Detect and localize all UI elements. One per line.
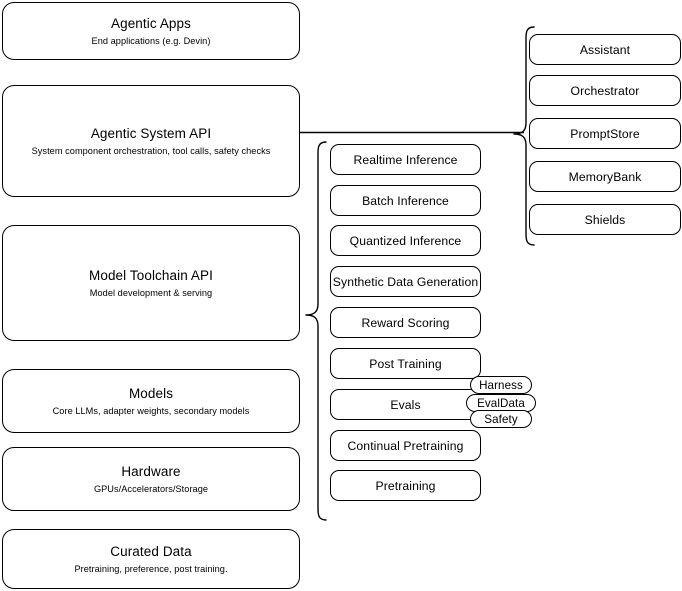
toolchain-item-synthetic-data-generation[interactable]: Synthetic Data Generation [330,266,481,297]
layer-card-curated-data[interactable]: Curated Data Pretraining, preference, po… [2,529,300,589]
layer-title: Curated Data [110,543,192,559]
layer-subtitle: Core LLMs, adapter weights, secondary mo… [52,405,250,416]
layer-title: Agentic System API [90,125,212,141]
toolchain-item-label: Pretraining [375,478,436,493]
layer-subtitle: Model development & serving [89,287,213,298]
agentic-item-shields[interactable]: Shields [529,204,681,235]
layer-card-model-toolchain-api[interactable]: Model Toolchain API Model development & … [2,225,300,341]
layer-subtitle: Pretraining, preference, post training. [74,563,228,574]
layer-subtitle: System component orchestration, tool cal… [31,145,271,156]
toolchain-item-label: Batch Inference [362,193,449,208]
layer-card-models[interactable]: Models Core LLMs, adapter weights, secon… [2,369,300,433]
toolchain-item-post-training[interactable]: Post Training [330,348,481,379]
layer-card-agentic-apps[interactable]: Agentic Apps End applications (e.g. Devi… [2,2,300,60]
toolchain-item-quantized-inference[interactable]: Quantized Inference [330,225,481,256]
agentic-item-memorybank[interactable]: MemoryBank [529,161,681,192]
toolchain-item-batch-inference[interactable]: Batch Inference [330,185,481,216]
toolchain-item-label: Post Training [369,356,442,371]
toolchain-item-label: Synthetic Data Generation [332,274,479,289]
layer-title: Hardware [121,463,181,479]
evals-tag-harness[interactable]: Harness [470,376,532,394]
agentic-item-assistant[interactable]: Assistant [529,34,681,65]
layer-title: Models [128,385,174,401]
agentic-item-label: Assistant [579,42,631,57]
agentic-system-connector-line [300,131,524,134]
agentic-item-label: MemoryBank [568,169,642,184]
toolchain-item-label: Continual Pretraining [347,438,464,453]
agentic-item-label: PromptStore [570,126,640,141]
agentic-item-promptstore[interactable]: PromptStore [529,118,681,149]
layer-card-agentic-system-api[interactable]: Agentic System API System component orch… [2,85,300,197]
layer-subtitle: GPUs/Accelerators/Storage [93,483,209,494]
toolchain-item-label: Reward Scoring [361,315,450,330]
toolchain-item-pretraining[interactable]: Pretraining [330,470,481,501]
toolchain-item-realtime-inference[interactable]: Realtime Inference [330,144,481,175]
toolchain-item-label: Realtime Inference [353,152,458,167]
toolchain-item-evals[interactable]: Evals [330,389,481,420]
layer-title: Agentic Apps [110,15,191,31]
toolchain-item-label: Quantized Inference [349,233,462,248]
toolchain-item-reward-scoring[interactable]: Reward Scoring [330,307,481,338]
layer-title: Model Toolchain API [89,267,213,283]
evals-tag-label: Harness [479,378,523,392]
agentic-item-label: Orchestrator [570,83,640,98]
evals-tag-label: Safety [484,412,518,426]
layer-subtitle: End applications (e.g. Devin) [91,35,211,46]
evals-tag-safety[interactable]: Safety [470,410,532,428]
agentic-system-brace [513,26,535,246]
evals-tag-label: EvalData [477,396,525,410]
evals-tag-evaldata[interactable]: EvalData [466,394,536,412]
layer-card-hardware[interactable]: Hardware GPUs/Accelerators/Storage [2,447,300,511]
agentic-item-orchestrator[interactable]: Orchestrator [529,75,681,106]
agentic-item-label: Shields [584,212,626,227]
toolchain-brace [305,141,327,521]
toolchain-item-continual-pretraining[interactable]: Continual Pretraining [330,430,481,461]
toolchain-item-label: Evals [390,397,421,412]
